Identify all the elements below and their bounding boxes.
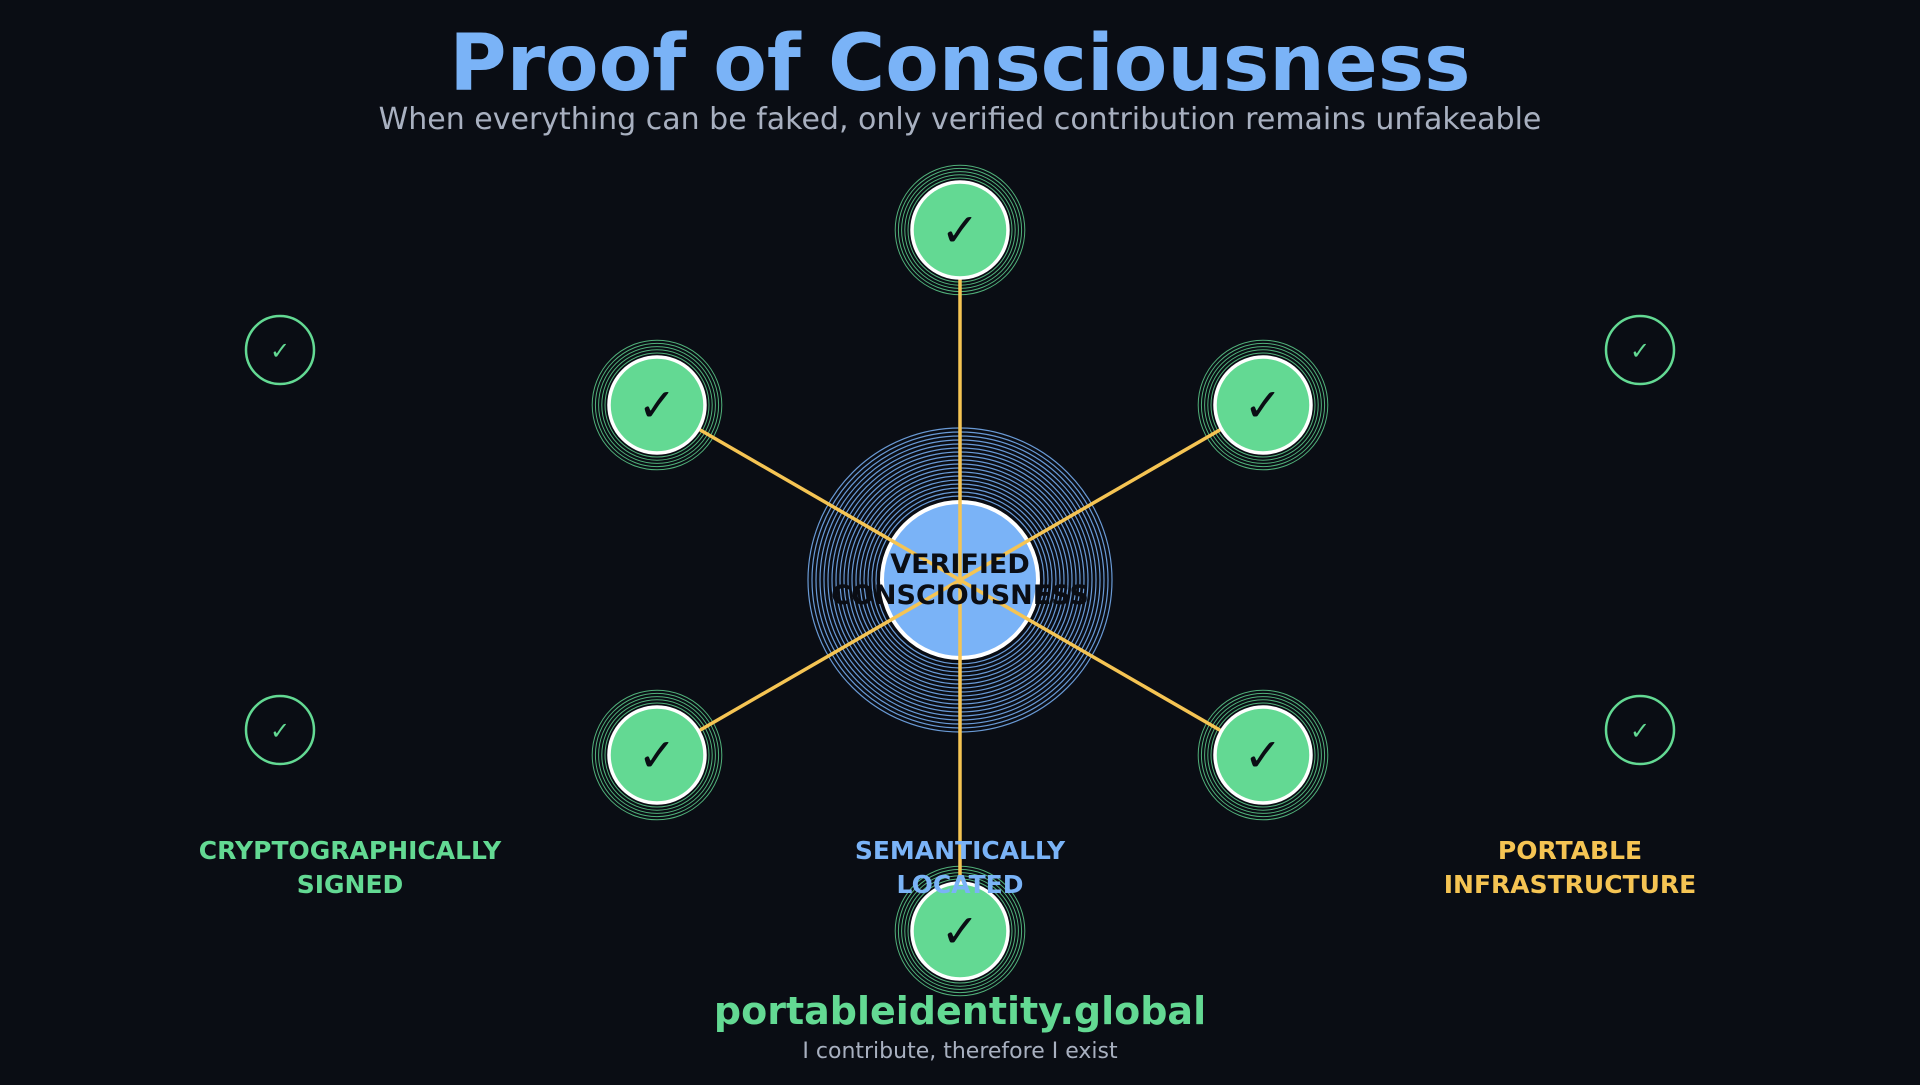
- contribution-node: ✓: [607, 355, 707, 455]
- node-circle: [910, 881, 1010, 981]
- node-halo-ring: [1207, 349, 1319, 461]
- node-halo-ring: [1207, 699, 1319, 811]
- pillar-label-line1: SEMANTICALLY: [855, 836, 1066, 865]
- pillar-label-line2: SIGNED: [297, 870, 404, 899]
- pillar-label-line2: INFRASTRUCTURE: [1444, 870, 1697, 899]
- check-icon: ✓: [270, 717, 290, 745]
- contribution-node: ✓: [1213, 355, 1313, 455]
- check-icon: ✓: [638, 378, 677, 432]
- verification-badge: ✓: [1604, 314, 1676, 386]
- check-icon: ✓: [1630, 717, 1650, 745]
- node-halo-ring: [591, 689, 723, 821]
- node-circle: [910, 180, 1010, 280]
- footer-url: portableidentity.global: [714, 989, 1206, 1033]
- node-halo-ring: [594, 342, 720, 468]
- node-halo-ring: [1197, 339, 1329, 471]
- node-halo-ring: [601, 699, 713, 811]
- check-icon: ✓: [941, 904, 980, 958]
- pillar-label-line1: PORTABLE: [1498, 836, 1642, 865]
- node-halo-ring: [1200, 692, 1326, 818]
- page-title: Proof of Consciousness: [449, 19, 1470, 109]
- badge-ring: [1604, 314, 1676, 386]
- verification-badge: ✓: [1604, 694, 1676, 766]
- contribution-node: ✓: [910, 881, 1010, 981]
- badge-ring: [1604, 694, 1676, 766]
- contribution-nodes: ✓ ✓ ✓ ✓ ✓ ✓: [607, 180, 1313, 981]
- node-circle: [607, 355, 707, 455]
- pillar-label-line1: CRYPTOGRAPHICALLY: [199, 836, 502, 865]
- check-icon: ✓: [1244, 728, 1283, 782]
- check-icon: ✓: [270, 337, 290, 365]
- pillar-label-line2: LOCATED: [897, 870, 1024, 899]
- check-icon: ✓: [941, 203, 980, 257]
- node-halo-ring: [591, 339, 723, 471]
- verification-badge: ✓: [244, 314, 316, 386]
- node-circle: [1213, 355, 1313, 455]
- pillar-portable-infrastructure: PORTABLE INFRASTRUCTURE: [1444, 836, 1697, 899]
- check-icon: ✓: [1630, 337, 1650, 365]
- center-label-line1: VERIFIED: [890, 549, 1030, 580]
- node-halo-ring: [1210, 352, 1316, 458]
- node-circle: [1213, 705, 1313, 805]
- pillar-semantically-located: SEMANTICALLY LOCATED: [855, 836, 1066, 899]
- node-halo-ring: [598, 696, 716, 814]
- contribution-node: ✓: [607, 705, 707, 805]
- pillar-cryptographically-signed: CRYPTOGRAPHICALLY SIGNED: [199, 836, 502, 899]
- center-label-line2: CONSCIOUSNESS: [831, 580, 1089, 611]
- contribution-node: ✓: [1213, 705, 1313, 805]
- node-halo-ring: [604, 352, 710, 458]
- badge-ring: [244, 694, 316, 766]
- footer-tagline: I contribute, therefore I exist: [802, 1039, 1118, 1064]
- verification-badge: ✓: [244, 694, 316, 766]
- node-halo-ring: [1210, 702, 1316, 808]
- connector-line: [656, 403, 1264, 757]
- node-halo-ring: [1204, 346, 1322, 464]
- node-halo-ring: [594, 692, 720, 818]
- node-halo-ring: [1204, 696, 1322, 814]
- check-icon: ✓: [638, 728, 677, 782]
- node-halo-ring: [598, 346, 716, 464]
- connector-lines: [656, 230, 1264, 931]
- page-subtitle: When everything can be faked, only verif…: [379, 102, 1542, 137]
- check-icon: ✓: [1244, 378, 1283, 432]
- node-halo-ring: [1200, 342, 1326, 468]
- node-circle: [607, 705, 707, 805]
- node-halo-ring: [601, 349, 713, 461]
- node-halo-ring: [1197, 689, 1329, 821]
- badge-ring: [244, 314, 316, 386]
- contribution-node: ✓: [910, 180, 1010, 280]
- node-halo-ring: [604, 702, 710, 808]
- side-verification-badges: ✓ ✓ ✓ ✓: [244, 314, 1676, 766]
